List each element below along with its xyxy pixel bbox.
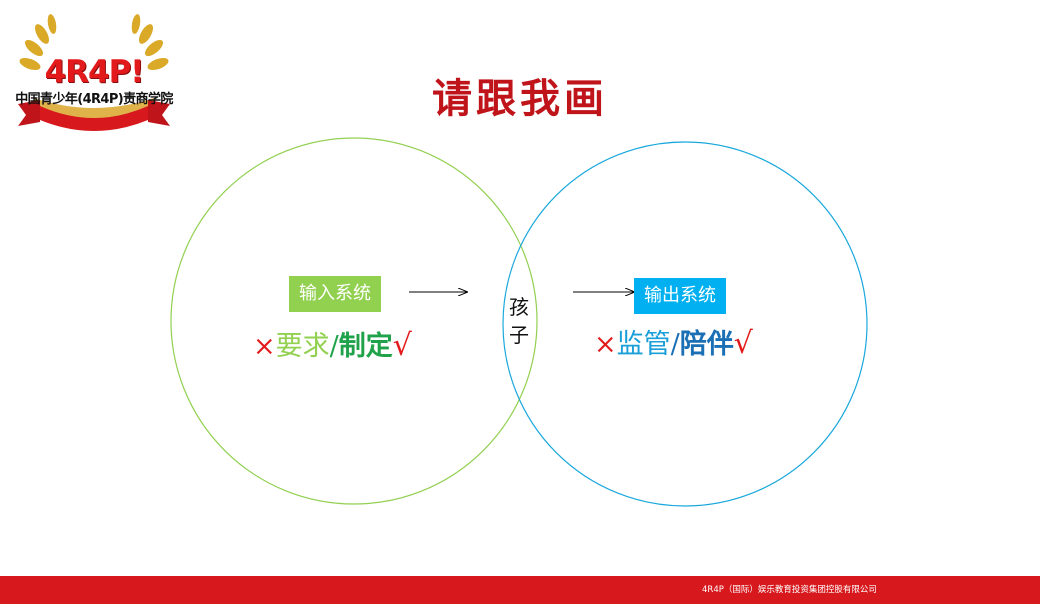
output-slash: / [670,329,680,360]
input-wrong-word: 要求 [275,331,330,362]
output-circle [502,141,868,507]
check-mark-icon: √ [733,326,753,361]
logo-brand-text: 4R4P! [44,54,145,90]
output-right-word: 陪伴 [679,329,734,360]
page-title: 请跟我画 [432,75,608,122]
cross-mark-icon: × [253,331,276,362]
input-system-label: 输入系统 [289,276,381,312]
child-char-1: 孩 [509,295,529,319]
brand-logo: 4R4P! 中国青少年(4R4P)责商学院 [4,8,184,134]
input-circle [170,137,538,505]
footer-bar: 4R4P（国际）娱乐教育投资集团控股有限公司 [0,576,1040,604]
footer-company-name: 4R4P（国际）娱乐教育投资集团控股有限公司 [702,585,877,595]
input-slash: / [329,331,339,362]
logo-tagline: 中国青少年(4R4P)责商学院 [15,92,173,107]
output-wrong-word: 监管 [616,329,671,360]
child-label: 孩 子 [507,293,531,349]
cross-mark-icon: × [594,329,617,360]
input-right-word: 制定 [338,331,393,362]
input-phrase: ×要求/制定√ [253,324,412,363]
output-system-label: 输出系统 [634,278,726,314]
check-mark-icon: √ [392,328,412,363]
laurel-wreath-icon [18,14,170,131]
output-phrase: ×监管/陪伴√ [594,322,753,361]
child-char-2: 子 [509,323,529,347]
